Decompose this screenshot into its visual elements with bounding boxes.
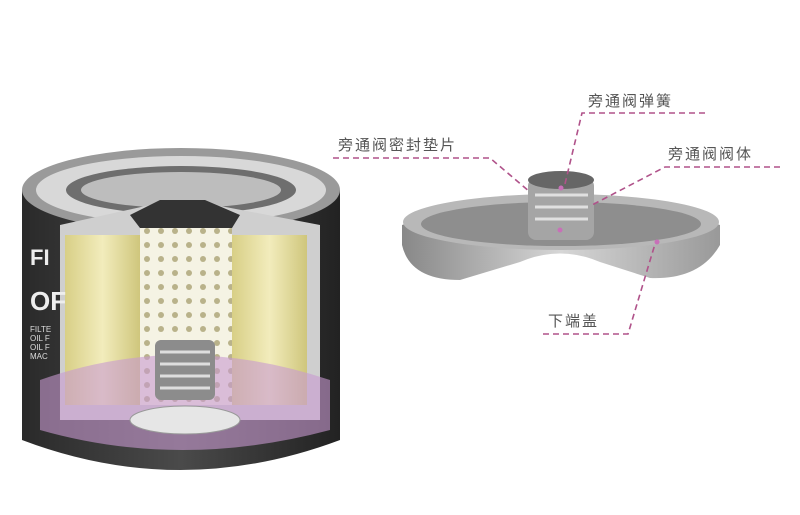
bottom-cover-illustration xyxy=(402,171,720,280)
svg-text:MAC: MAC xyxy=(30,352,48,361)
label-bypass-valve-seal-gasket: 旁通阀密封垫片 xyxy=(338,136,458,154)
svg-text:OIL F: OIL F xyxy=(30,343,50,352)
oil-filter-cutaway: FI OF FILTE OIL F OIL F MAC xyxy=(22,148,340,470)
svg-text:FILTE: FILTE xyxy=(30,325,51,334)
filter-model-print: OF xyxy=(30,286,66,316)
label-bottom-cover: 下端盖 xyxy=(548,312,600,330)
svg-text:OIL F: OIL F xyxy=(30,334,50,343)
filter-brand-print: FI xyxy=(30,245,50,270)
leader-lines xyxy=(333,112,780,335)
label-bypass-valve-body: 旁通阀阀体 xyxy=(668,145,754,163)
label-bypass-valve-spring: 旁通阀弹簧 xyxy=(588,92,674,110)
